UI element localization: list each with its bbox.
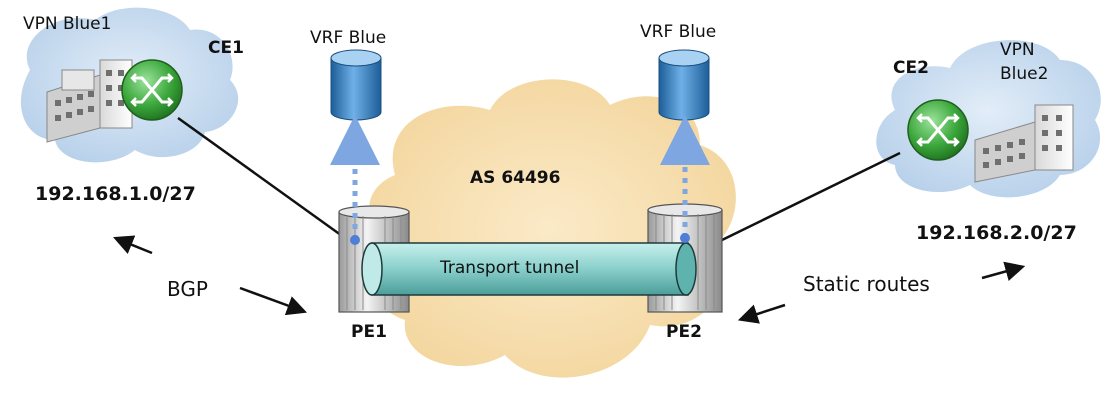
vrf-blue-label-pe1: VRF Blue [310, 28, 387, 48]
arrow-bgp-left [113, 235, 153, 255]
pe2-vrf-dot [680, 233, 690, 243]
bgp-label: BGP [167, 277, 208, 301]
vpn-blue2-label-line2: Blue2 [1000, 64, 1049, 84]
router-icon [121, 59, 183, 121]
core-cloud [365, 79, 736, 378]
router-icon [907, 99, 969, 161]
transport-tunnel [361, 242, 697, 296]
site1-subnet-label: 192.168.1.0/27 [35, 183, 196, 205]
site2-subnet-label: 192.168.2.0/27 [916, 222, 1077, 244]
arrow-static-right [981, 261, 1026, 281]
vpn-blue1-label: VPN Blue1 [23, 14, 112, 34]
link-ce2-pe2 [721, 151, 901, 242]
static-routes-label: Static routes [803, 272, 930, 296]
ce2-label: CE2 [893, 58, 929, 78]
database-icon [658, 49, 710, 121]
vpn-blue2-label-line1: VPN [1000, 40, 1035, 60]
pe1-vrf-dot [350, 235, 360, 245]
ce1-label: CE1 [208, 38, 244, 58]
building-icon [974, 104, 1074, 183]
vrf-blue-label-pe2: VRF Blue [640, 22, 717, 42]
pe1-label: PE1 [351, 322, 387, 342]
as-label: AS 64496 [470, 168, 561, 188]
arrow-bgp-pe1 [239, 286, 308, 316]
arrow-static-pe2 [737, 303, 786, 324]
tunnel-label: Transport tunnel [440, 258, 580, 278]
link-ce1-pe1 [177, 116, 346, 240]
pe2-label: PE2 [666, 322, 702, 342]
database-icon [330, 49, 382, 121]
